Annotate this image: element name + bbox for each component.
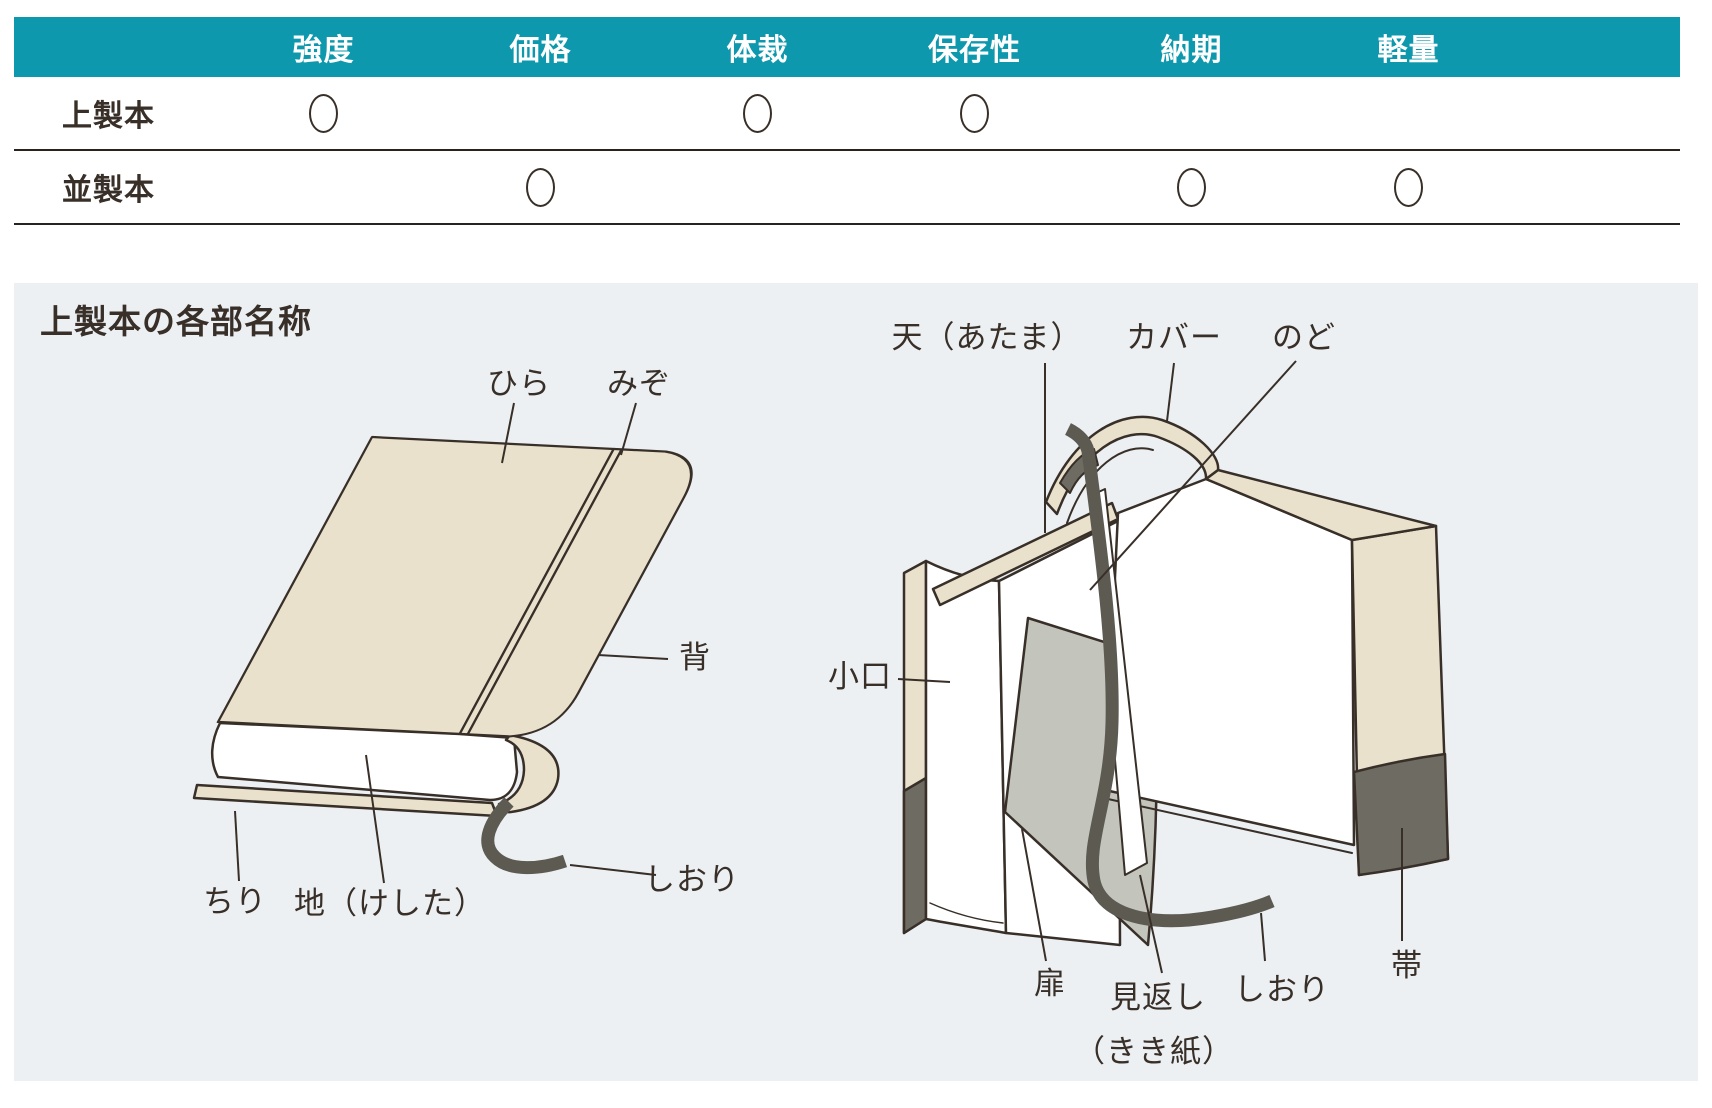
- page-block: [211, 721, 519, 802]
- leader-shiori-left: [569, 864, 657, 876]
- mark-circle: [309, 93, 338, 133]
- column-header-price: 価格: [509, 34, 572, 67]
- mark-circle: [1177, 167, 1206, 207]
- mark-cell: [1083, 151, 1300, 223]
- closed-book-illustration: [192, 435, 693, 875]
- open-book-illustration: [902, 415, 1450, 947]
- mark-cell: [649, 151, 866, 223]
- fore-edge: [924, 559, 1008, 935]
- label-se: 背: [679, 640, 711, 675]
- leader-tobira: [1021, 828, 1047, 962]
- mark-circle: [743, 93, 772, 133]
- leader-hira: [501, 402, 515, 464]
- leader-koguchi: [897, 678, 951, 683]
- right-cover-inner: [1103, 477, 1356, 847]
- mark-cell: [215, 77, 432, 149]
- mark-cell: [866, 77, 1083, 149]
- label-ten-atama: 天（あたま）: [891, 320, 1082, 355]
- label-shiori-left: しおり: [644, 862, 740, 897]
- spine-arch-inner-line: [1066, 447, 1154, 524]
- table-header-filler: [1517, 17, 1680, 77]
- open-book-leaders: [897, 360, 1403, 974]
- bookbinding-diagram: ひら みぞ 背 しおり ちり 地（けした）: [192, 320, 1450, 1069]
- label-mikaeshi: 見返し: [1110, 980, 1206, 1015]
- label-koguchi: 小口: [828, 659, 892, 694]
- label-tobira: 扉: [1034, 966, 1066, 1001]
- column-header-delivery: 納期: [1160, 34, 1223, 67]
- diagram-title: 上製本の各部名称: [40, 303, 312, 340]
- leader-nodo: [1089, 360, 1297, 591]
- leader-shiori-right: [1260, 912, 1266, 962]
- table-row-softcover: 並製本: [14, 151, 1680, 225]
- closed-book-labels: ひら みぞ 背 しおり ちり 地（けした）: [203, 366, 740, 921]
- mark-cell: [1083, 77, 1300, 149]
- column-header-strength: 強度: [292, 34, 355, 67]
- label-chiri: ちり: [203, 884, 267, 919]
- label-hira: ひら: [487, 366, 551, 401]
- mark-circle: [526, 167, 555, 207]
- mark-cell: [1300, 77, 1517, 149]
- table-corner-cell: [14, 17, 215, 77]
- diagram-panel: 上製本の各部名称: [14, 283, 1698, 1081]
- leader-chi: [365, 754, 385, 884]
- leader-chiri: [234, 810, 240, 882]
- comparison-table: 強度 価格 体裁 保存性 納期 軽量 上製本 並製本: [14, 17, 1680, 225]
- row-filler: [1517, 77, 1680, 149]
- label-chi-keshita: 地（けした）: [294, 886, 486, 921]
- label-shiori-right: しおり: [1234, 972, 1330, 1007]
- label-nodo: のど: [1272, 320, 1336, 355]
- label-obi: 帯: [1391, 948, 1423, 983]
- row-label-hardcover: 上製本: [62, 100, 155, 133]
- open-book-labels: 天（あたま） カバー のど 小口 扉 見返し （きき紙） しおり 帯: [828, 320, 1423, 1069]
- column-header-style: 体裁: [726, 34, 789, 67]
- mark-cell: [432, 77, 649, 149]
- mark-cell: [649, 77, 866, 149]
- label-kikigami: （きき紙）: [1074, 1034, 1234, 1069]
- closed-book-leaders: [234, 402, 669, 884]
- leader-mikaeshi: [1139, 874, 1163, 974]
- mark-circle: [1394, 167, 1423, 207]
- column-header-keeping: 保存性: [928, 34, 1021, 67]
- bookmark-ribbon-right: [1064, 423, 1275, 928]
- obi-band-left: [902, 776, 928, 935]
- bookmark-ribbon: [481, 797, 568, 875]
- leader-se: [597, 654, 669, 660]
- leader-mizo: [620, 402, 637, 456]
- cover-spine: [466, 448, 693, 738]
- label-mizo: みぞ: [607, 366, 671, 401]
- table-header-row: 強度 価格 体裁 保存性 納期 軽量: [14, 17, 1680, 77]
- column-header-lightness: 軽量: [1377, 34, 1440, 67]
- mark-cell: [432, 151, 649, 223]
- obi-band-right: [1352, 752, 1450, 877]
- label-cover: カバー: [1126, 320, 1222, 355]
- table-row-hardcover: 上製本: [14, 77, 1680, 151]
- row-filler: [1517, 151, 1680, 223]
- mark-circle: [960, 93, 989, 133]
- leader-cover: [1166, 362, 1175, 422]
- mark-cell: [215, 151, 432, 223]
- page-arc-detail: [929, 902, 1004, 924]
- mark-cell: [1300, 151, 1517, 223]
- mark-cell: [866, 151, 1083, 223]
- row-label-softcover: 並製本: [62, 174, 155, 207]
- cover-bottom-double-line: [1107, 798, 1353, 854]
